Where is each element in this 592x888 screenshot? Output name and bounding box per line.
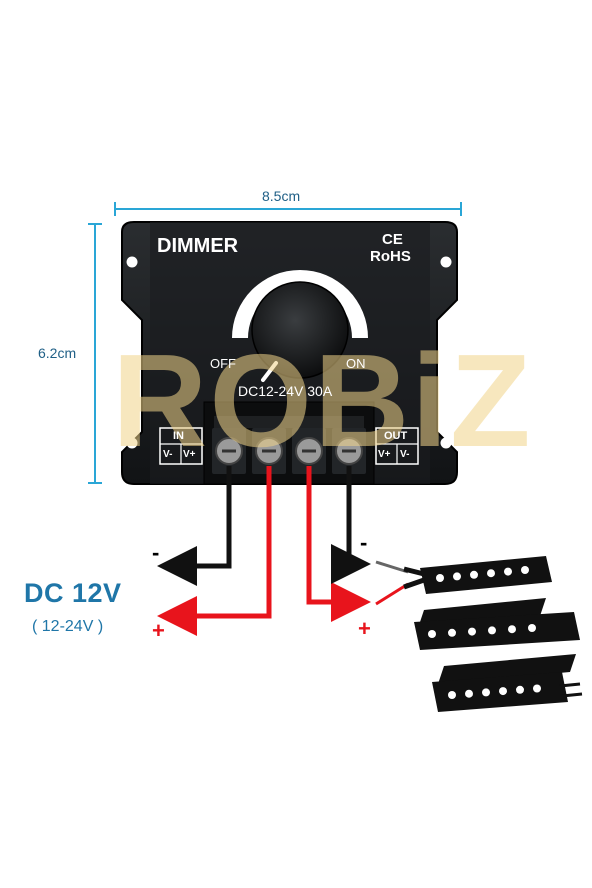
rohs-label: RoHS [370, 248, 411, 265]
wire-output-negative [331, 466, 371, 584]
led-chip [488, 626, 496, 635]
wire-input-negative [157, 466, 232, 586]
led-chip [504, 567, 512, 576]
mounting-hole-top-right [440, 256, 452, 268]
wire-output-positive [306, 466, 371, 622]
terminal-screw-2[interactable] [252, 428, 286, 474]
mounting-hole-bottom-left [126, 437, 138, 449]
output-terminal-box [375, 427, 419, 465]
device-title: DIMMER [157, 235, 239, 257]
led-chip [436, 574, 444, 582]
led-chip [528, 624, 536, 632]
width-dimension-line [114, 202, 462, 216]
led-chip [499, 687, 507, 696]
output-minus-sign: - [360, 530, 368, 555]
input-plus-sign: + [152, 618, 165, 643]
input-box-positive: V+ [183, 449, 196, 460]
input-box-negative: V- [163, 449, 173, 460]
output-box-positive: V+ [378, 449, 391, 460]
led-chip [508, 625, 516, 634]
height-dimension-label: 6.2cm [38, 345, 77, 361]
led-chip [482, 688, 490, 697]
knob-off-label: OFF [210, 356, 236, 371]
width-dimension-label: 8.5cm [262, 188, 301, 204]
led-chip [487, 569, 495, 578]
ce-mark: CE [382, 231, 403, 248]
led-chip [521, 566, 529, 574]
output-plus-sign: + [358, 616, 371, 641]
mounting-hole-bottom-right [440, 437, 452, 449]
led-chip [453, 572, 461, 581]
terminal-screw-1[interactable] [212, 428, 246, 474]
led-chip [448, 691, 456, 699]
height-dimension-line [88, 223, 102, 484]
output-box-negative: V- [400, 449, 410, 460]
wire-input-positive [157, 466, 272, 636]
watermark: ROBiZ [112, 327, 533, 474]
device-spec: DC12-24V 30A [238, 383, 333, 399]
power-source-range: ( 12-24V ) [32, 618, 104, 635]
led-chip [468, 627, 476, 636]
dimmer-device [121, 221, 458, 485]
terminal-screw-3[interactable] [292, 428, 326, 474]
knob-on-label: ON [346, 356, 366, 371]
power-source-label: DC 12V [24, 578, 122, 608]
knob-pointer [261, 361, 278, 382]
knob-range-arc [232, 270, 368, 338]
led-strip-segment-1 [420, 556, 552, 594]
mounting-hole-top-left [126, 256, 138, 268]
input-box-title: IN [173, 430, 184, 442]
led-strip [375, 556, 583, 712]
terminal-screw-4[interactable] [332, 428, 366, 474]
input-terminal-box [159, 427, 203, 465]
output-box-title: OUT [384, 430, 408, 442]
led-chips [428, 566, 541, 699]
dimmer-knob[interactable] [251, 281, 349, 379]
led-chip [516, 685, 524, 694]
led-chip [470, 570, 478, 579]
input-minus-sign: - [152, 540, 160, 565]
led-chip [448, 628, 456, 637]
led-chip [428, 630, 436, 638]
led-chip [465, 689, 473, 698]
led-strip-segment-2 [414, 612, 580, 650]
led-chip [533, 684, 541, 693]
